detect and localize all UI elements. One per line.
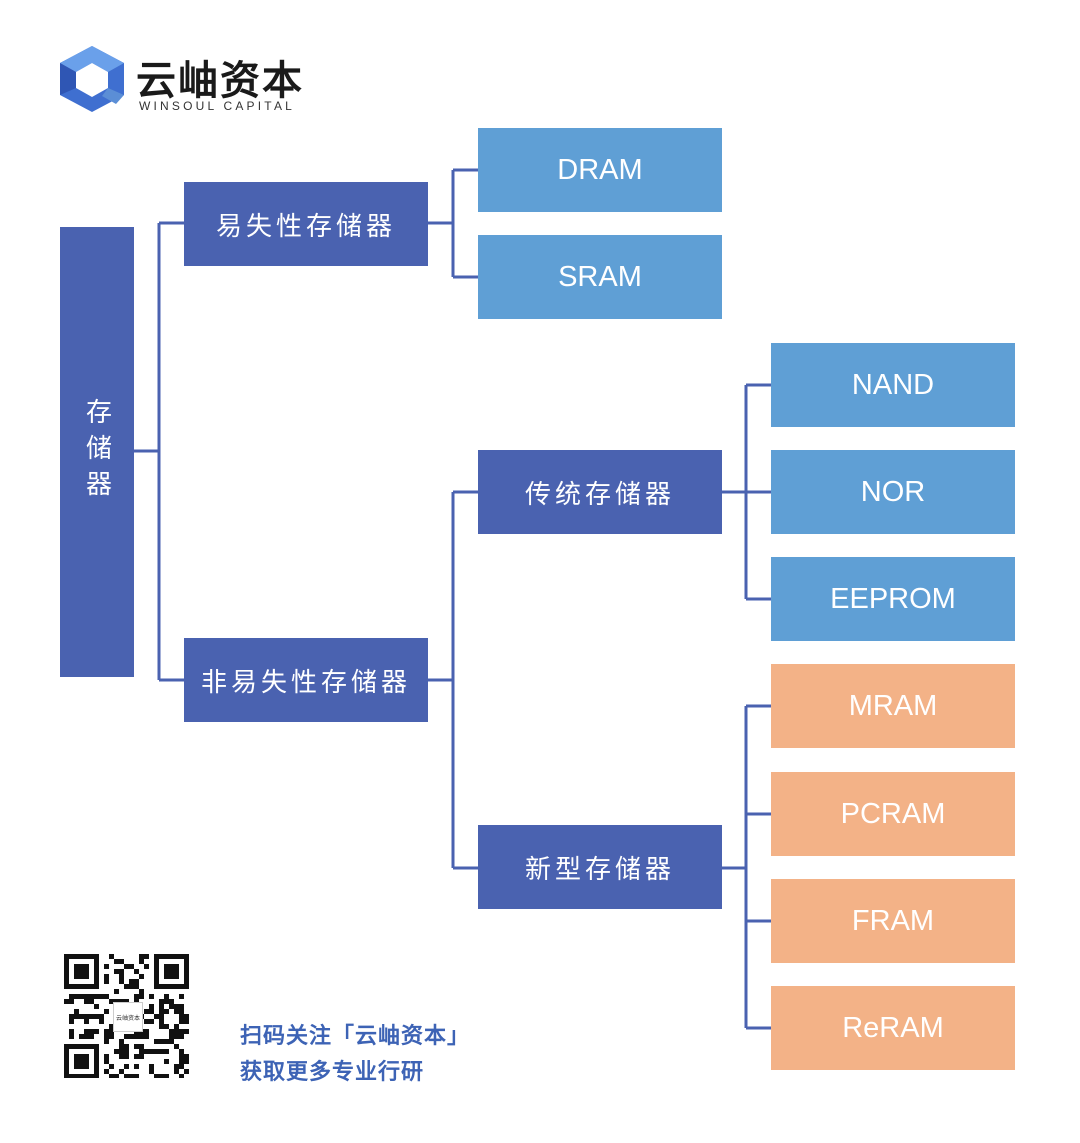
- node-reram: ReRAM: [771, 986, 1015, 1070]
- node-root: 存储器: [60, 227, 134, 677]
- logo-icon: [60, 46, 124, 112]
- node-nand: NAND: [771, 343, 1015, 427]
- qr-center-label: 云岫资本: [115, 1014, 140, 1022]
- brand-subtitle: WINSOUL CAPITAL: [139, 99, 296, 113]
- follow-text-line1: 扫码关注「云岫资本」: [240, 1024, 471, 1049]
- node-dram: DRAM: [478, 128, 722, 212]
- brand-name: 云岫资本: [136, 57, 304, 104]
- node-volatile: 易失性存储器: [184, 182, 428, 266]
- node-pcram: PCRAM: [771, 772, 1015, 856]
- follow-text-line2: 获取更多专业行研: [240, 1060, 425, 1085]
- node-eeprom: EEPROM: [771, 557, 1015, 641]
- node-root-label: 存储器: [81, 398, 112, 506]
- node-emerging: 新型存储器: [478, 825, 722, 909]
- node-nor: NOR: [771, 450, 1015, 534]
- node-nonvolatile: 非易失性存储器: [184, 638, 428, 722]
- qr-code[interactable]: 云岫资本: [64, 954, 190, 1079]
- node-traditional: 传统存储器: [478, 450, 722, 534]
- qr-center-logo: 云岫资本: [113, 1002, 143, 1032]
- node-mram: MRAM: [771, 664, 1015, 748]
- logo: [56, 44, 128, 114]
- node-fram: FRAM: [771, 879, 1015, 963]
- node-sram: SRAM: [478, 235, 722, 319]
